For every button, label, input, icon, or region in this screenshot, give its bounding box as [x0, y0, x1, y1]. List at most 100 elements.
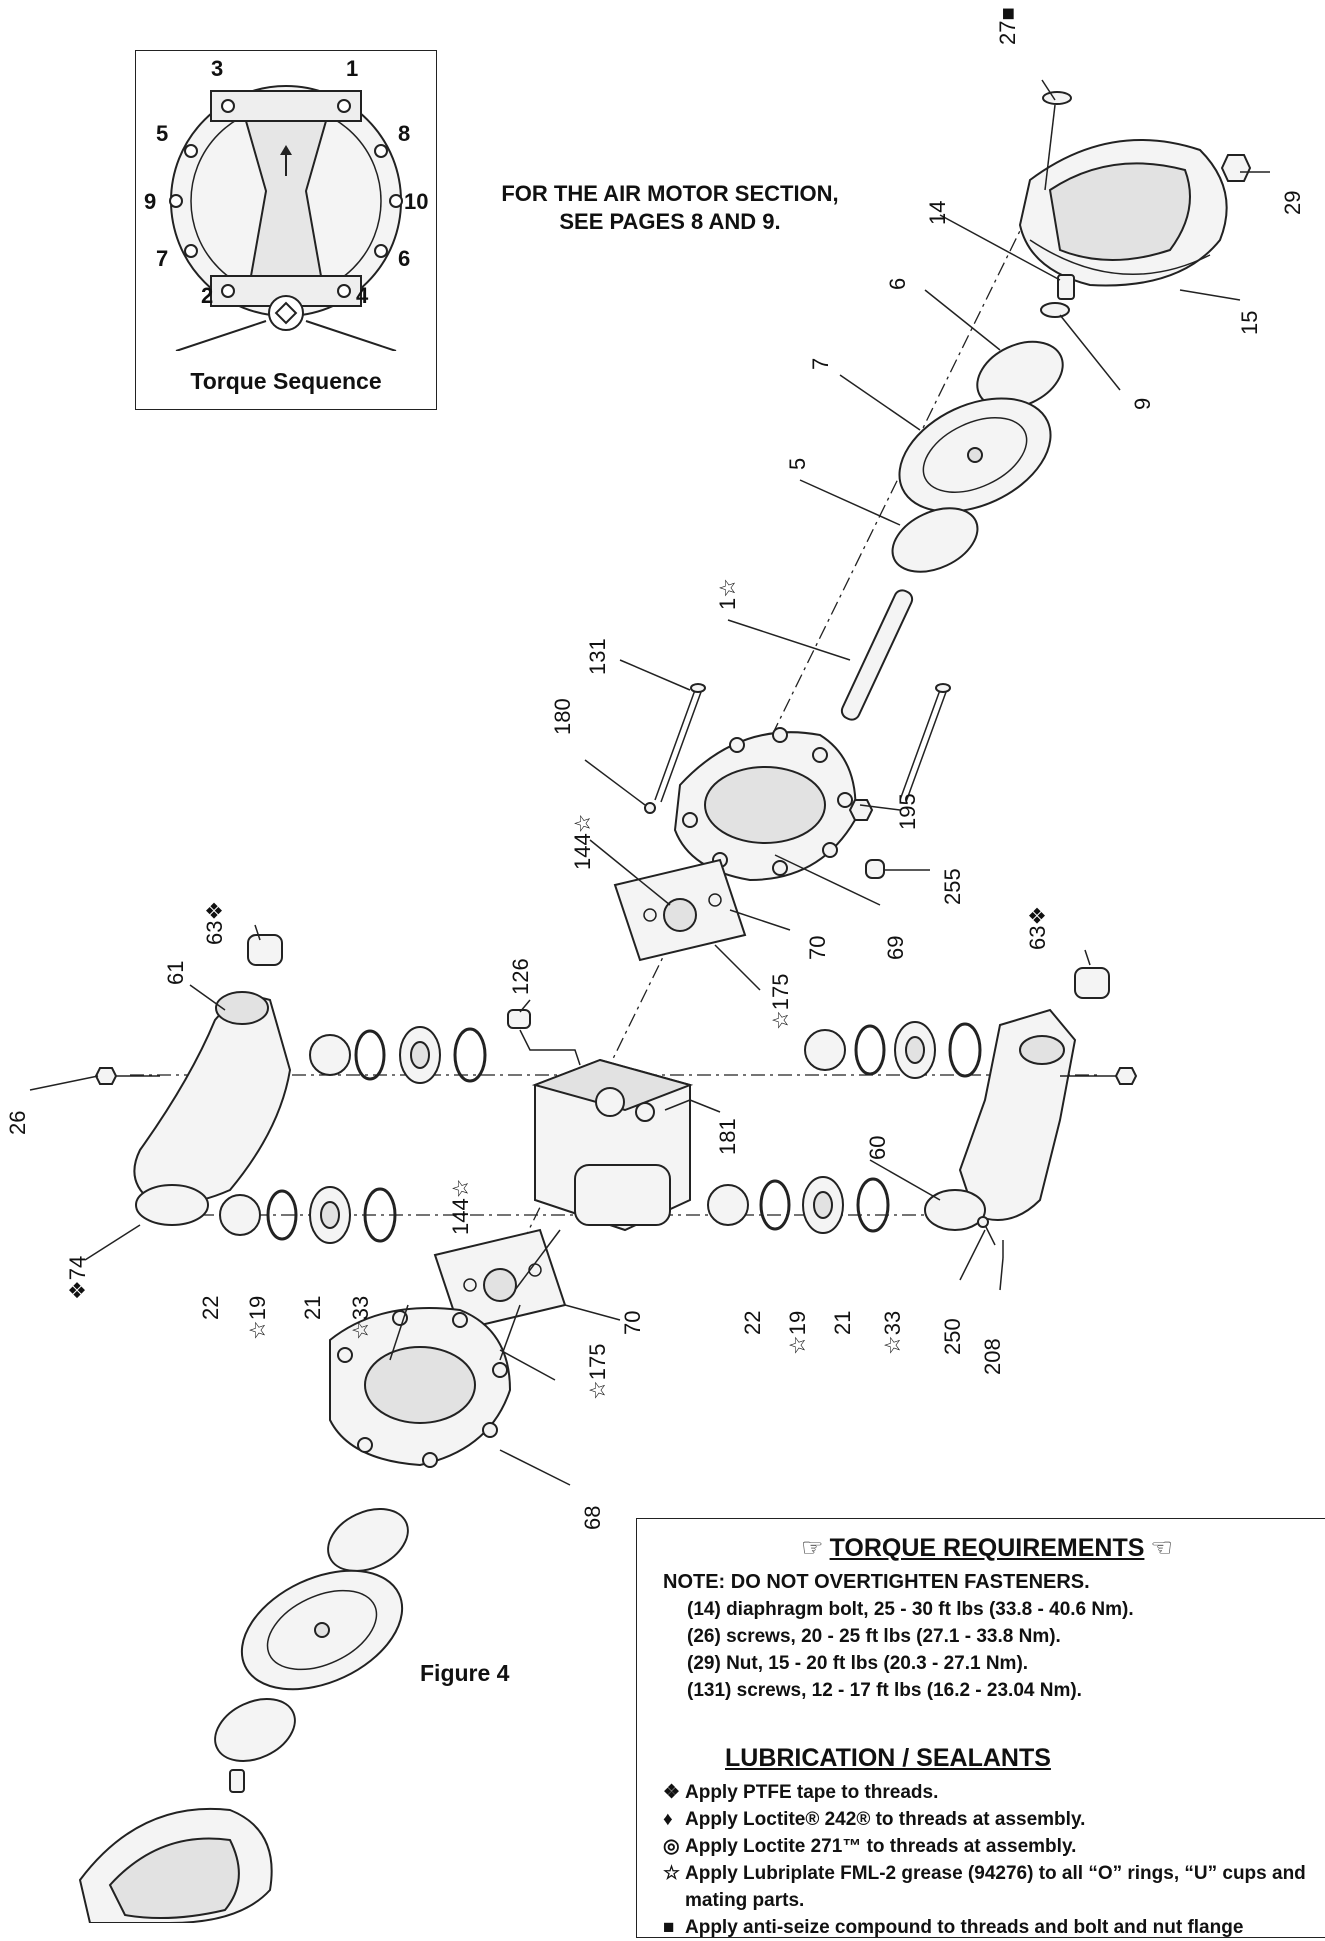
plug-63-right — [1074, 967, 1110, 999]
ball-22-upper-right — [804, 1029, 846, 1071]
manifold-left — [133, 991, 292, 1226]
center-section-69 — [673, 727, 857, 882]
callout-7: 7 — [808, 358, 833, 370]
pin-181 — [664, 1099, 691, 1111]
screw-26 — [94, 1067, 160, 1085]
callout-5: 5 — [785, 458, 810, 470]
callout-19-left: ☆19 — [245, 1296, 270, 1340]
bullseye-symbol-icon: ◎ — [663, 1836, 680, 1857]
plug-63-left — [247, 934, 283, 966]
callout-255: 255 — [940, 868, 965, 905]
callout-74: ❖74 — [65, 1256, 90, 1300]
callout-14: 14 — [925, 201, 950, 225]
notes-box: ☞TORQUE REQUIREMENTS☜ NOTE: DO NOT OVERT… — [636, 1518, 1325, 1938]
callout-labels: 27■ 29 14 15 6 9 7 5 1☆ 131 180 195 255 … — [5, 7, 1305, 1530]
callout-22-right: 22 — [740, 1311, 765, 1335]
bolt-number-10: 10 — [404, 189, 428, 214]
callout-175-lower: ☆175 — [585, 1344, 610, 1400]
screw-131-lower — [389, 1304, 521, 1361]
callout-70-lower: 70 — [620, 1311, 645, 1335]
lubrication-item-ptfe-text: Apply PTFE tape to threads. — [685, 1782, 939, 1803]
lubrication-item-loctite-242-text: Apply Loctite® 242® to threads at assemb… — [685, 1809, 1086, 1830]
air-motor-note-line1: FOR THE AIR MOTOR SECTION, — [501, 181, 839, 206]
oring-33-upper-left — [453, 1027, 487, 1083]
seat-21-upper-right — [894, 1021, 936, 1079]
diaphragm-plate-5 — [891, 507, 979, 573]
callout-144-lower: 144☆ — [448, 1179, 473, 1235]
screw-250 — [977, 1216, 996, 1246]
nut-195 — [848, 799, 874, 821]
seat-21-lower-left — [309, 1186, 351, 1244]
bolt-number-1: 1 — [346, 56, 358, 81]
bolt-number-4: 4 — [356, 283, 369, 308]
lubrication-item-loctite-271-text: Apply Loctite 271™ to threads at assembl… — [685, 1836, 1077, 1857]
bolt-number-2: 2 — [201, 283, 213, 308]
ball-22-upper-left — [309, 1034, 351, 1076]
washer-180 — [644, 802, 656, 814]
lubrication-item-ptfe: ❖Apply PTFE tape to threads. — [663, 1779, 1311, 1806]
ptfe-symbol-icon: ❖ — [663, 1782, 681, 1803]
torque-item-131: (131) screws, 12 - 17 ft lbs (16.2 - 23.… — [687, 1680, 1082, 1701]
callout-180: 180 — [550, 698, 575, 735]
diaphragm-plate-lower — [327, 1508, 409, 1572]
bolt-number-5: 5 — [156, 121, 168, 146]
center-section-68 — [329, 1307, 512, 1468]
seat-21-lower-right — [802, 1176, 844, 1234]
callout-1: 1☆ — [715, 578, 740, 610]
lubrication-item-grease: ☆Apply Lubriplate FML-2 grease (94276) t… — [663, 1860, 1311, 1914]
bolt-14 — [1057, 274, 1075, 300]
diaphragm-lower — [240, 1569, 404, 1691]
oring-19-upper-left — [354, 1029, 386, 1081]
torque-sequence-inset: 3 1 5 8 9 10 7 6 2 4 Torque Sequence — [135, 50, 437, 410]
plug-255 — [865, 859, 885, 879]
screw-right — [1060, 1067, 1138, 1085]
callout-60: 60 — [865, 1136, 890, 1160]
bolt-number-9: 9 — [144, 189, 156, 214]
screw-131-right — [899, 683, 951, 803]
lubrication-item-anti-seize: ■ Apply anti-seize compound to threads an… — [663, 1914, 1311, 1941]
air-motor-note-line2: SEE PAGES 8 AND 9. — [559, 209, 781, 234]
ball-22-lower-left — [219, 1194, 261, 1236]
manifold-right — [924, 1008, 1077, 1231]
torque-item-14: (14) diaphragm bolt, 25 - 30 ft lbs (33.… — [687, 1599, 1134, 1620]
callout-33-right: ☆33 — [880, 1311, 905, 1355]
screw-131-left — [654, 683, 706, 803]
pointing-hand-left-icon: ☜ — [1150, 1534, 1173, 1562]
torque-item-26: (26) screws, 20 - 25 ft lbs (27.1 - 33.8… — [687, 1626, 1061, 1647]
lubrication-item-grease-text: Apply Lubriplate FML-2 grease (94276) to… — [685, 1863, 1306, 1911]
callout-68: 68 — [580, 1506, 605, 1530]
bolt-number-6: 6 — [398, 246, 410, 271]
callout-63-left: 63❖ — [202, 901, 227, 945]
callout-33-left: ☆33 — [348, 1296, 373, 1340]
bolt-number-3: 3 — [211, 56, 223, 81]
nut-29 — [1220, 154, 1252, 182]
callout-27: 27■ — [995, 7, 1020, 45]
torque-sequence-caption: Torque Sequence — [190, 368, 382, 394]
callout-144-upper: 144☆ — [570, 814, 595, 870]
callout-61: 61 — [163, 961, 188, 985]
figure-label: Figure 4 — [420, 1660, 510, 1686]
callout-70-upper: 70 — [805, 936, 830, 960]
diaphragm-plate-lower-2 — [214, 1698, 296, 1762]
fluid-cap-top — [1018, 139, 1228, 287]
callout-175-upper: ☆175 — [768, 974, 793, 1030]
callout-181: 181 — [715, 1118, 740, 1155]
callout-126: 126 — [508, 958, 533, 995]
fitting-126 — [507, 1009, 531, 1029]
oring-19-lower-left — [266, 1189, 298, 1241]
square-symbol-icon: ■ — [663, 1917, 675, 1938]
seat-21-upper-left — [399, 1026, 441, 1084]
oring-33-upper-right — [948, 1022, 982, 1078]
lubrication-item-anti-seize-text: Apply anti-seize compound to threads and… — [685, 1917, 1244, 1938]
oring-33-lower-right — [856, 1177, 890, 1233]
lubrication-title: LUBRICATION / SEALANTS — [725, 1744, 1051, 1772]
star-symbol-icon: ☆ — [663, 1863, 681, 1884]
callout-6: 6 — [885, 278, 910, 290]
bolt-27 — [1042, 91, 1072, 191]
oring-33-lower-left — [363, 1187, 397, 1243]
oring-19-upper-right — [854, 1024, 886, 1076]
torque-note: NOTE: DO NOT OVERTIGHTEN FASTENERS. — [663, 1571, 1090, 1593]
callout-250: 250 — [940, 1318, 965, 1355]
bolt-number-7: 7 — [156, 246, 168, 271]
